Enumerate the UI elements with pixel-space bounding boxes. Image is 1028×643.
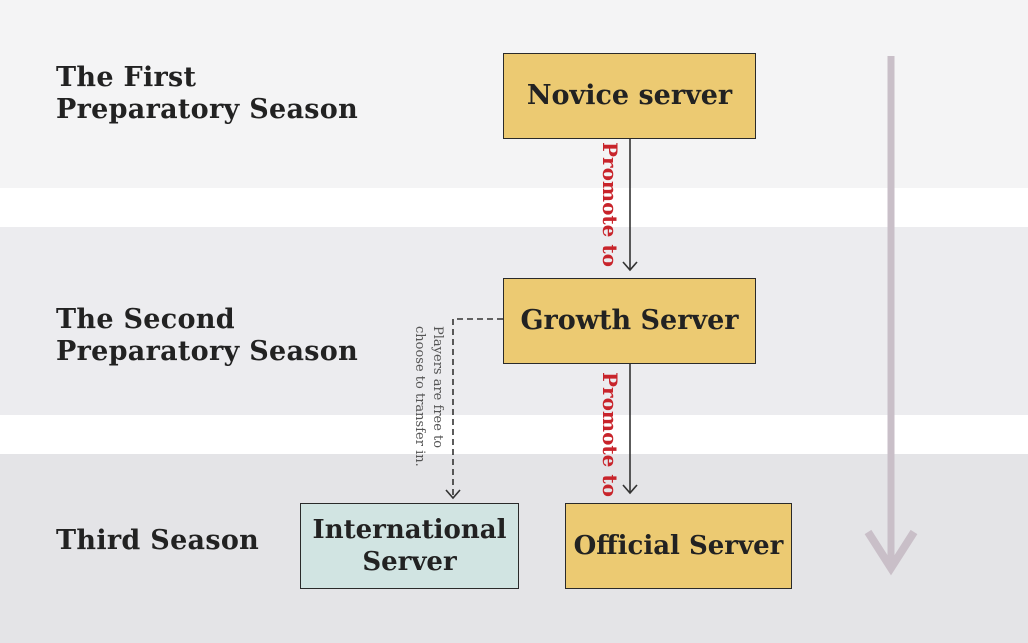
- transfer-note-line: Players are free to: [430, 326, 445, 449]
- promote-label-2: Promote to: [598, 372, 622, 497]
- transfer-note: Players are free to choose to transfer i…: [410, 326, 446, 467]
- third-season-label: Third Season: [56, 525, 259, 557]
- official-server-node: Official Server: [565, 503, 792, 589]
- official-server-label: Official Server: [573, 531, 784, 561]
- first-preparatory-season-label: The First Preparatory Season: [56, 62, 358, 126]
- season-label-line: Preparatory Season: [56, 336, 359, 367]
- transfer-arrow-head: [445, 489, 461, 500]
- season-label-line: The Second: [56, 304, 235, 335]
- transfer-arrow: [452, 318, 503, 498]
- promote-arrow-1-head: [622, 261, 638, 272]
- timeline-arrow-head: [864, 529, 918, 576]
- novice-server-node: Novice server: [503, 53, 756, 139]
- promote-label-1: Promote to: [598, 142, 622, 267]
- novice-server-label: Novice server: [526, 80, 733, 111]
- season-label-line: Preparatory Season: [56, 94, 359, 125]
- season-label-line: The First: [56, 62, 197, 93]
- international-server-node: International Server: [300, 503, 519, 589]
- promote-arrow-2-head: [622, 484, 638, 495]
- growth-server-label: Growth Server: [520, 305, 739, 336]
- season-label-line: Third Season: [56, 525, 260, 556]
- second-preparatory-season-label: The Second Preparatory Season: [56, 304, 358, 368]
- international-server-label-line: Server: [362, 547, 457, 577]
- growth-server-node: Growth Server: [503, 278, 756, 364]
- international-server-label-line: International: [312, 515, 507, 545]
- transfer-note-line: choose to transfer in.: [412, 326, 427, 467]
